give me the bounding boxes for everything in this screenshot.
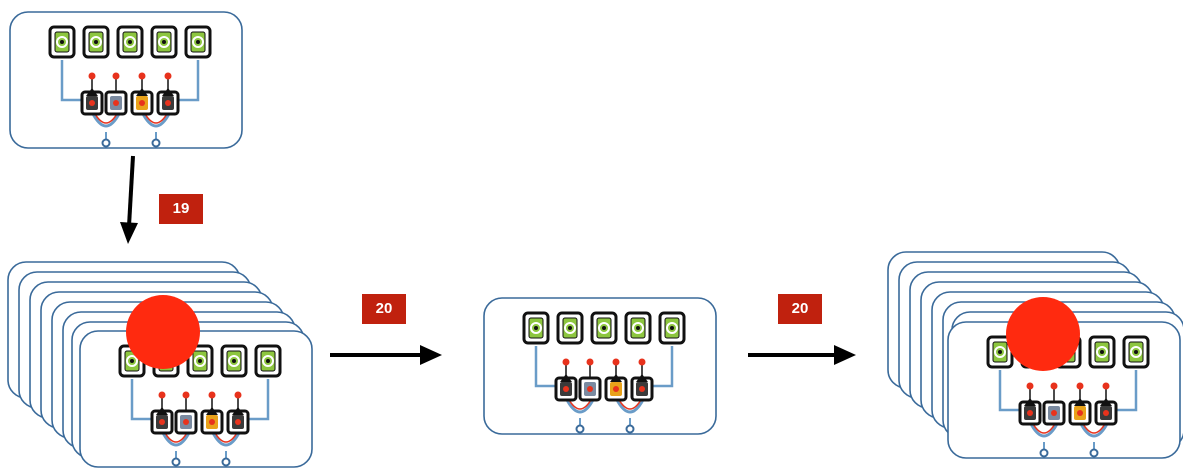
arrow-icon [330, 345, 442, 365]
arrow-icon [748, 345, 856, 365]
single-module-middle [484, 298, 716, 434]
arrow-icon [120, 155, 138, 244]
single-module-top [10, 12, 242, 148]
step-badge-20-left: 20 [362, 294, 406, 324]
red-circle-icon [126, 295, 200, 369]
red-circle-icon [1006, 297, 1080, 371]
step-badge-20-right: 20 [778, 294, 822, 324]
step-badge-19: 19 [159, 194, 203, 224]
